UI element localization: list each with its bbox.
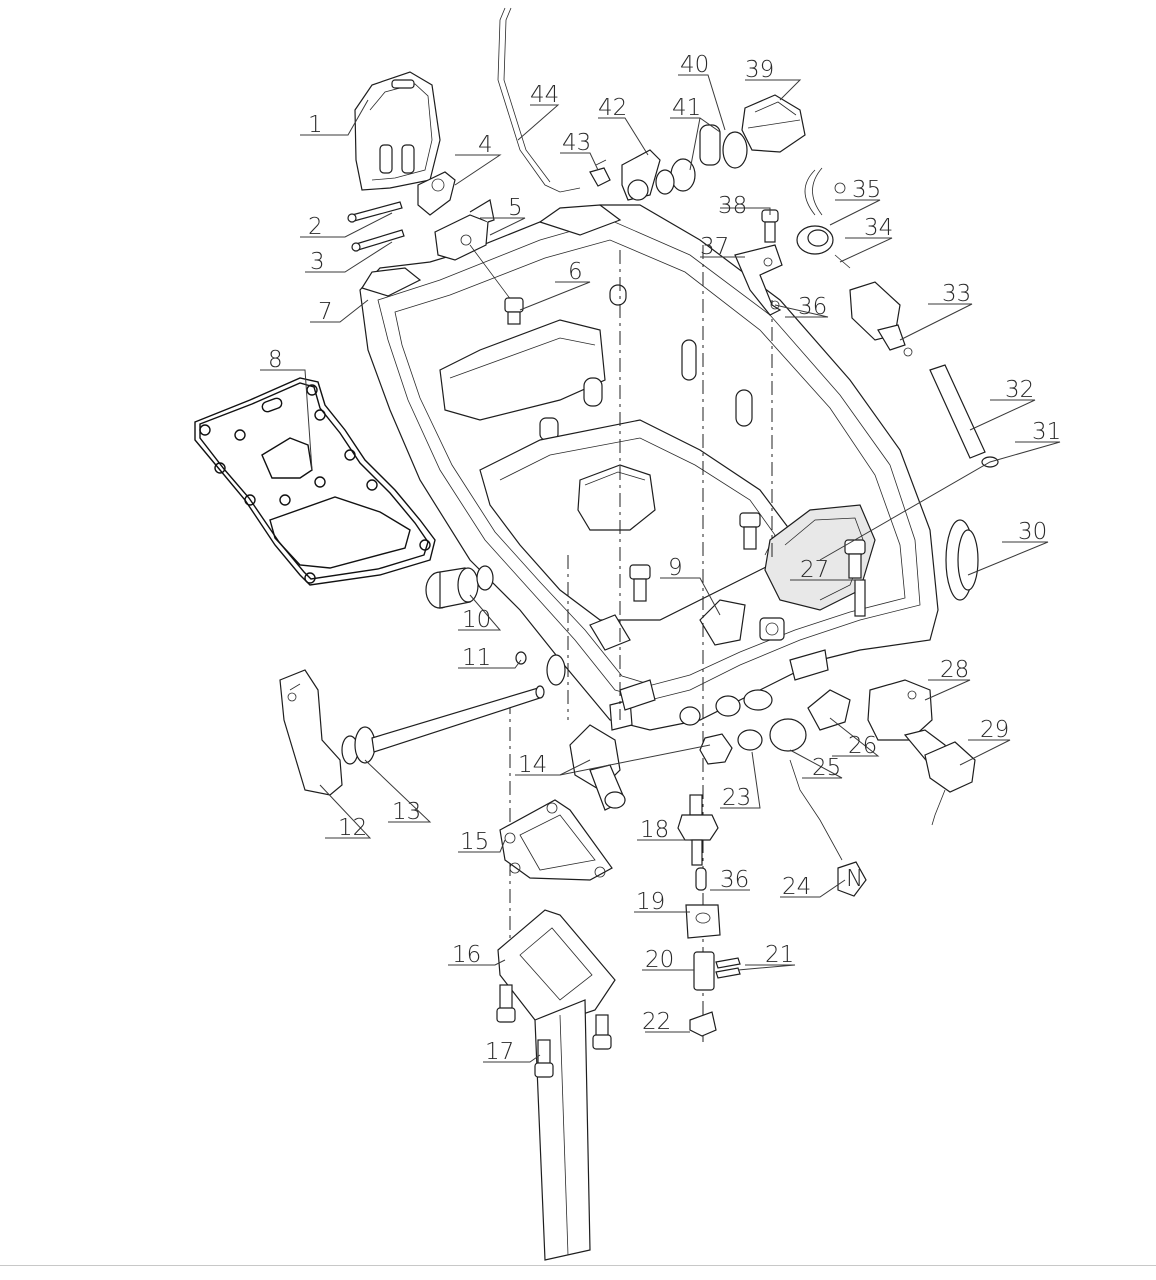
callout-23: 23	[722, 785, 751, 811]
callout-20: 20	[645, 947, 674, 973]
knob-part	[569, 724, 626, 811]
callout-7: 7	[318, 299, 333, 325]
switch-part	[867, 679, 976, 826]
callout-43: 43	[562, 130, 591, 156]
callout-17: 17	[485, 1039, 514, 1065]
nut-part	[699, 733, 733, 765]
callout-40: 40	[680, 52, 709, 78]
callout-2: 2	[308, 214, 323, 240]
callout-26: 26	[848, 733, 877, 759]
o-ring-part	[546, 654, 566, 686]
callout-12: 12	[338, 815, 367, 841]
callout-21: 21	[765, 942, 794, 968]
callout-25: 25	[812, 755, 841, 781]
callout-37: 37	[700, 234, 729, 260]
tilt-handle-part	[354, 71, 441, 191]
callout-6: 6	[568, 259, 583, 285]
callout-41: 41	[672, 95, 701, 121]
clip-part	[515, 651, 527, 665]
callout-36-upper: 36	[798, 294, 827, 320]
callout-44: 44	[530, 82, 559, 108]
leader-lines	[260, 74, 1061, 1063]
callout-14: 14	[518, 752, 547, 778]
callout-1: 1	[308, 112, 323, 138]
callout-8: 8	[268, 347, 283, 373]
callout-15: 15	[460, 829, 489, 855]
callout-18: 18	[640, 817, 669, 843]
callout-10: 10	[462, 607, 491, 633]
throttle-parts	[589, 94, 806, 201]
callout-36-lower: 36	[720, 867, 749, 893]
shaft-stack-part	[677, 794, 741, 1037]
bolt-part	[854, 579, 866, 617]
bottom-border	[0, 1265, 1156, 1266]
callout-9: 9	[668, 555, 683, 581]
pin-part	[347, 201, 405, 252]
callout-28: 28	[940, 657, 969, 683]
exhaust-tube-part	[497, 909, 616, 1261]
hinge-bracket-part	[417, 171, 456, 216]
stop-switch-part: N	[789, 759, 867, 897]
callout-labels: 1 2 3 4 5 6 7 8 9 10 11 12 13 14 15 16 1…	[268, 52, 1061, 1065]
callout-39: 39	[745, 57, 774, 83]
bottom-cowl-part	[359, 204, 939, 731]
callout-32: 32	[1005, 377, 1034, 403]
grommet-part	[737, 729, 763, 751]
callout-22: 22	[642, 1009, 671, 1035]
callout-16: 16	[452, 942, 481, 968]
callout-19: 19	[636, 889, 665, 915]
exhaust-gasket-part	[499, 799, 613, 881]
bushing-part	[425, 565, 494, 609]
callout-27: 27	[800, 557, 829, 583]
bolt-part	[496, 984, 612, 1078]
callout-31: 31	[1032, 419, 1061, 445]
callout-30: 30	[1018, 519, 1047, 545]
callout-11: 11	[462, 645, 491, 671]
cable-part	[497, 7, 581, 193]
callout-29: 29	[980, 717, 1009, 743]
gasket-part	[194, 377, 436, 586]
callout-24: 24	[782, 874, 811, 900]
bracket-part	[734, 209, 783, 316]
plate-part	[807, 689, 851, 731]
bolt-part	[469, 244, 524, 325]
plug-part	[769, 718, 807, 752]
callout-38: 38	[718, 193, 747, 219]
callout-34: 34	[864, 215, 893, 241]
callout-35: 35	[852, 177, 881, 203]
lever-shaft-part	[279, 669, 545, 796]
callout-13: 13	[392, 799, 421, 825]
callout-5: 5	[508, 195, 523, 221]
mount-bracket-part	[434, 199, 495, 261]
knob-mark: N	[846, 866, 863, 892]
grommet-part	[945, 519, 979, 601]
callout-42: 42	[598, 95, 627, 121]
callout-3: 3	[310, 249, 325, 275]
callout-4: 4	[478, 132, 493, 158]
callout-33: 33	[942, 281, 971, 307]
